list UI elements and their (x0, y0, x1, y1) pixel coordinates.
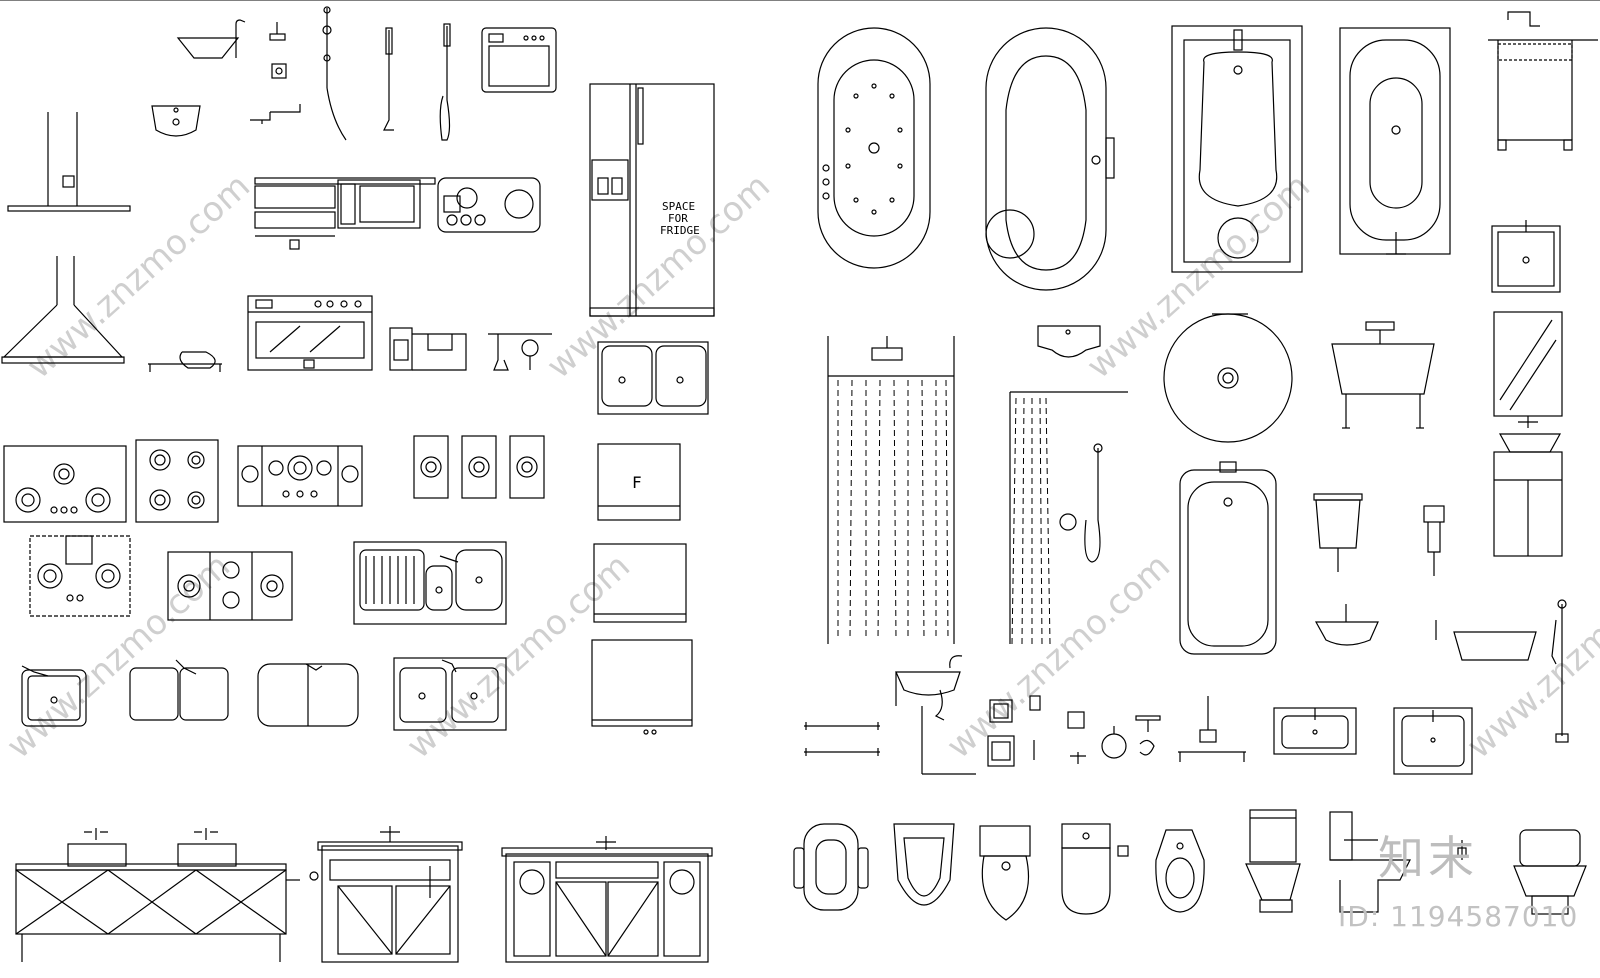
round-shower-tray (1163, 313, 1293, 443)
bidet-plan (1155, 829, 1205, 913)
vanity-vessel-cabinet (1493, 433, 1563, 557)
chimney-hood-elevation (1, 256, 125, 364)
toilet-brush-shelf (1178, 696, 1246, 762)
vanity-classic-doors (309, 826, 463, 963)
brand-watermark: 知末 (1378, 831, 1478, 885)
rectangular-bathtub-plan (1179, 461, 1277, 655)
microwave-front (481, 27, 557, 93)
pedestal-basin-side (1313, 493, 1363, 572)
clawfoot-bathtub-elevation (1331, 321, 1435, 429)
sink-cabinet-elevation (1488, 11, 1598, 151)
slide-rail-shower (1551, 599, 1569, 743)
sink-with-drainboard (353, 541, 507, 625)
close-coupled-toilet-side (1329, 811, 1411, 913)
double-sink-round (257, 663, 359, 727)
double-sink-square (129, 659, 229, 721)
cooktop-two-burner (437, 177, 541, 233)
cabinet-box-small (593, 543, 687, 623)
gas-hob-two-burner-hood (29, 535, 131, 617)
toilet-round-plan (1061, 823, 1129, 915)
watermark-text: www.znzmo.com (539, 166, 778, 387)
countertop-basin-plan (1273, 707, 1357, 755)
vessel-sink-elevation (176, 19, 246, 59)
basin-front-small (1314, 604, 1379, 646)
shower-hose-set (322, 6, 451, 141)
cabinet-f-elevation: F (597, 443, 681, 521)
fridge-label-line1: SPACE (662, 200, 695, 213)
shower-curtain-wide (827, 336, 955, 644)
fridge-label-line2: FOR (668, 212, 688, 225)
double-sink-counter (393, 657, 507, 731)
bath-tub-side (1435, 620, 1537, 661)
wall-basin (151, 105, 201, 137)
towel-ring (1101, 715, 1161, 759)
fridge-side-by-side: SPACE FOR FRIDGE (589, 83, 715, 317)
wok-burner-elevation (148, 351, 222, 372)
range-hood-elevation (7, 112, 131, 212)
fridge-label-line3: FRIDGE (660, 224, 700, 237)
toilet-seat-plan (893, 823, 955, 906)
watermark-text: www.znzmo.com (1079, 166, 1318, 387)
wall-mirror (1493, 311, 1563, 428)
watermark-text: www.znzmo.com (399, 546, 638, 767)
shaped-bathtub (985, 27, 1115, 291)
gas-hob-four-burner (135, 439, 219, 523)
cabinet-box-tall (591, 639, 693, 735)
watermark-text: www.znzmo.com (939, 546, 1178, 767)
drain-grates (987, 695, 1086, 767)
gas-hob-five-module (167, 551, 293, 621)
double-sink-plan (597, 341, 709, 415)
oven-front (247, 295, 373, 371)
square-basin-counter (1393, 707, 1473, 775)
towel-bars (804, 722, 880, 756)
vanity-wide-doors (501, 836, 713, 963)
wall-basin-small (1037, 325, 1101, 358)
counter-with-microwave (254, 177, 436, 250)
wall-fittings (250, 22, 301, 124)
wall-sink-pipe (895, 655, 976, 775)
close-coupled-toilet-front (1245, 809, 1301, 913)
whirlpool-oval-bathtub (817, 27, 931, 269)
dishwasher-open (389, 327, 467, 371)
cabinet-letter: F (632, 473, 642, 492)
gas-hob-three-burner (3, 445, 127, 523)
shower-curtain-narrow (1009, 391, 1128, 645)
utensil-rail (488, 333, 552, 371)
square-basin-plan (1491, 220, 1561, 293)
squat-toilet-plan (793, 823, 869, 911)
toilet-plan-tank (979, 825, 1031, 921)
vanity-double-basin (15, 828, 300, 962)
single-sink-plan (21, 665, 87, 727)
rectangular-bathtub (1171, 25, 1303, 273)
built-in-bathtub (1339, 27, 1451, 255)
urinal-side (1423, 505, 1445, 576)
watermark-text: www.znzmo.com (19, 166, 258, 387)
gas-hob-five-burner (237, 445, 363, 507)
gas-hob-three-modules (413, 435, 545, 499)
one-piece-toilet-front (1457, 829, 1587, 915)
image-id-watermark: ID: 1194587010 (1338, 900, 1579, 933)
watermark-group: www.znzmo.com www.znzmo.com www.znzmo.co… (0, 166, 1600, 767)
